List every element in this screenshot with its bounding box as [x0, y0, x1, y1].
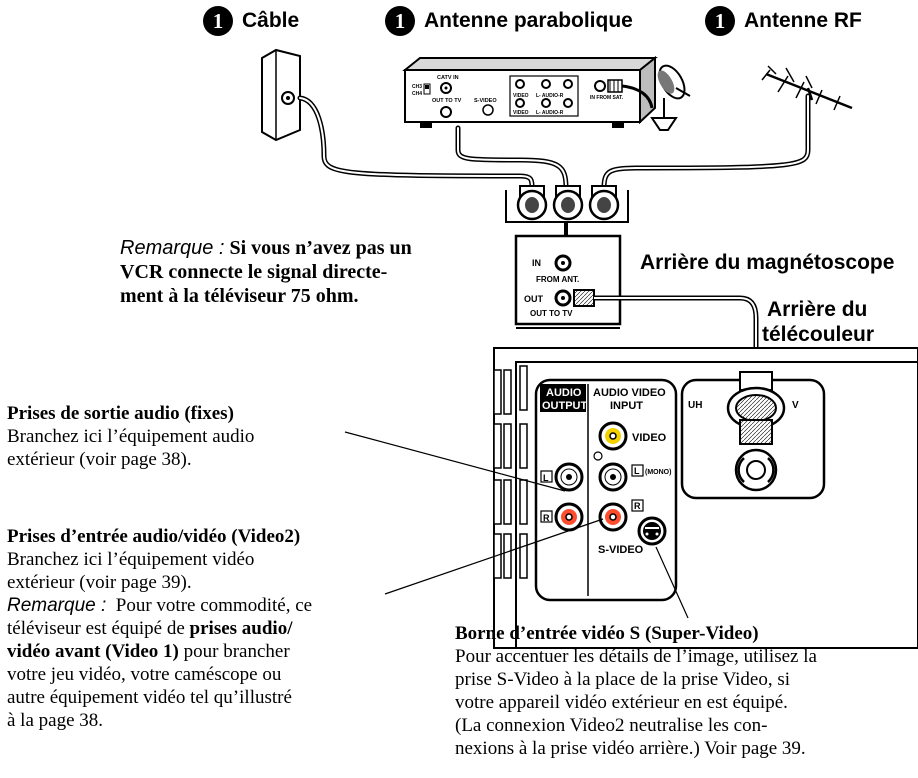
in-from-sat-label: IN FROM SAT.: [590, 95, 624, 101]
audio-output-note: Prises de sortie audio (fixes) Branchez …: [7, 402, 254, 471]
av-input-line8: à la page 38.: [7, 710, 104, 731]
mono-label: (MONO): [645, 469, 671, 476]
av-input-note: Prises d’entrée audio/vidéo (Video2) Bra…: [7, 525, 312, 732]
svideo-line3: votre appareil vidéo extérieur en est éq…: [455, 692, 788, 713]
audio-output-line2: extérieur (voir page 38).: [7, 449, 192, 470]
av-input-label-2: INPUT: [610, 400, 643, 412]
tv-rear-caption-line2: télécouleur: [762, 323, 875, 346]
satellite-receiver: CH3 CH4 CATV IN OUT TO TV S-VIDEO VIDEO …: [402, 55, 658, 128]
vcr-in-label: IN: [532, 258, 541, 268]
leader-lines: [344, 431, 689, 619]
ch4-label: CH4: [412, 91, 422, 97]
heading-cable-label: Câble: [242, 9, 300, 32]
remark-label: Remarque :: [120, 237, 225, 259]
svideo-line5: nexions à la prise vidéo arrière.) Voir …: [455, 738, 806, 759]
vent-slots: [493, 365, 528, 579]
audio-output-title: Prises de sortie audio (fixes): [7, 403, 234, 424]
tv-video-label: VIDEO: [632, 432, 667, 444]
audio-output-line1: Branchez ici l’équipement audio: [7, 426, 255, 447]
heading-rf-antenna: 1 Antenne RF: [705, 6, 862, 36]
cable-connectors: [516, 185, 620, 221]
catv-in-label: CATV IN: [437, 75, 459, 81]
wall-plate-icon: [261, 48, 301, 142]
vcr-remark-line3: ment à la téléviseur 75 ohm.: [120, 284, 412, 308]
tv-rear-panel: AUDIO OUTPUT AUDIO VIDEO INPUT VIDEO L L…: [493, 347, 918, 649]
step-number-badge: 1: [203, 6, 233, 36]
vcr-out-label: OUT: [524, 294, 544, 304]
av-input-line5: vidéo avant (Video 1) pour brancher: [7, 640, 312, 663]
svideo-line4: (La connexion Video2 neutralise les con-: [455, 715, 768, 736]
svideo-note: Borne d’entrée vidéo S (Super-Video) Pou…: [455, 622, 817, 760]
tv-svideo-label: S-VIDEO: [598, 544, 644, 556]
vcr-rear-caption: Arrière du magnétoscope: [640, 251, 895, 274]
av-remark-label: Remarque :: [7, 595, 107, 616]
av-input-title: Prises d’entrée audio/vidéo (Video2): [7, 526, 301, 547]
svideo-line1: Pour accentuer les détails de l’image, u…: [455, 646, 817, 667]
heading-rf-label: Antenne RF: [744, 9, 862, 32]
vcr-from-ant-label: FROM ANT.: [536, 275, 579, 284]
audio-out-l-label: L: [543, 473, 549, 483]
av-line5b: pour brancher: [183, 641, 290, 662]
ch3-label: CH3: [412, 84, 422, 90]
svideo-line2: prise S-Video à la place de la prise Vid…: [455, 669, 791, 690]
sat-svideo-label: S-VIDEO: [474, 98, 497, 104]
heading-satellite: 1 Antenne parabolique: [385, 6, 633, 36]
remark-text-1: Si vous n’avez pas un: [229, 237, 412, 259]
av-line4b: prises audio/: [189, 618, 293, 639]
av-input-line7: autre équipement vidéo tel qu’illustré: [7, 687, 292, 708]
tv-rear-caption-line1: Arrière du: [767, 298, 868, 321]
sat-video-label-1: VIDEO: [513, 93, 529, 99]
out-to-tv-label: OUT TO TV: [432, 98, 462, 104]
av-remark-text: Pour votre commodité, ce: [115, 595, 313, 616]
vcr-remark-line1: Remarque : Si vous n’avez pas un: [120, 236, 412, 260]
av-input-line6: votre jeu vidéo, votre caméscope ou: [7, 664, 282, 685]
rf-antenna-icon: [761, 65, 853, 111]
vcr-remark: Remarque : Si vous n’avez pas un VCR con…: [120, 236, 412, 308]
uhf-label-partial: UH: [688, 400, 702, 411]
av-line5a: vidéo avant (Video 1): [7, 641, 179, 662]
vcr-rear-panel: IN FROM ANT. OUT OUT TO TV: [514, 234, 622, 329]
satellite-dish-icon: [621, 64, 691, 131]
audio-in-r-label: R: [634, 501, 641, 511]
audio-output-label-1: AUDIO: [546, 387, 582, 399]
audio-out-r-label: R: [543, 513, 550, 523]
av-input-line4: téléviseur est équipé de prises audio/: [7, 617, 312, 640]
sat-audio-label-1: L- AUDIO-R: [536, 93, 564, 99]
av-line4a: téléviseur est équipé de: [7, 618, 185, 639]
av-input-line1: Branchez ici l’équipement vidéo: [7, 549, 255, 570]
heading-cable: 1 Câble: [203, 6, 299, 36]
audio-output-label-2: OUTPUT: [542, 400, 588, 412]
remark-text-2: VCR connecte le signal directe-: [120, 261, 388, 283]
sat-audio-label-2: L- AUDIO-R: [536, 110, 564, 116]
vcr-out-to-tv-label: OUT TO TV: [530, 309, 573, 318]
step-number-badge: 1: [385, 6, 415, 36]
av-input-label-1: AUDIO VIDEO: [593, 387, 666, 399]
step-number-badge: 1: [705, 6, 735, 36]
remark-text-3: ment à la téléviseur 75 ohm.: [120, 285, 359, 307]
vcr-remark-line2: VCR connecte le signal directe-: [120, 260, 412, 284]
av-input-line2: extérieur (voir page 39).: [7, 572, 192, 593]
heading-satellite-label: Antenne parabolique: [424, 9, 633, 32]
audio-in-l-label: L: [634, 466, 640, 476]
svideo-title: Borne d’entrée vidéo S (Super-Video): [455, 623, 759, 644]
av-input-line3: Remarque : Pour votre commodité, ce: [7, 594, 312, 617]
vhf-label-partial: V: [792, 400, 799, 411]
sat-video-label-2: VIDEO: [513, 110, 529, 116]
